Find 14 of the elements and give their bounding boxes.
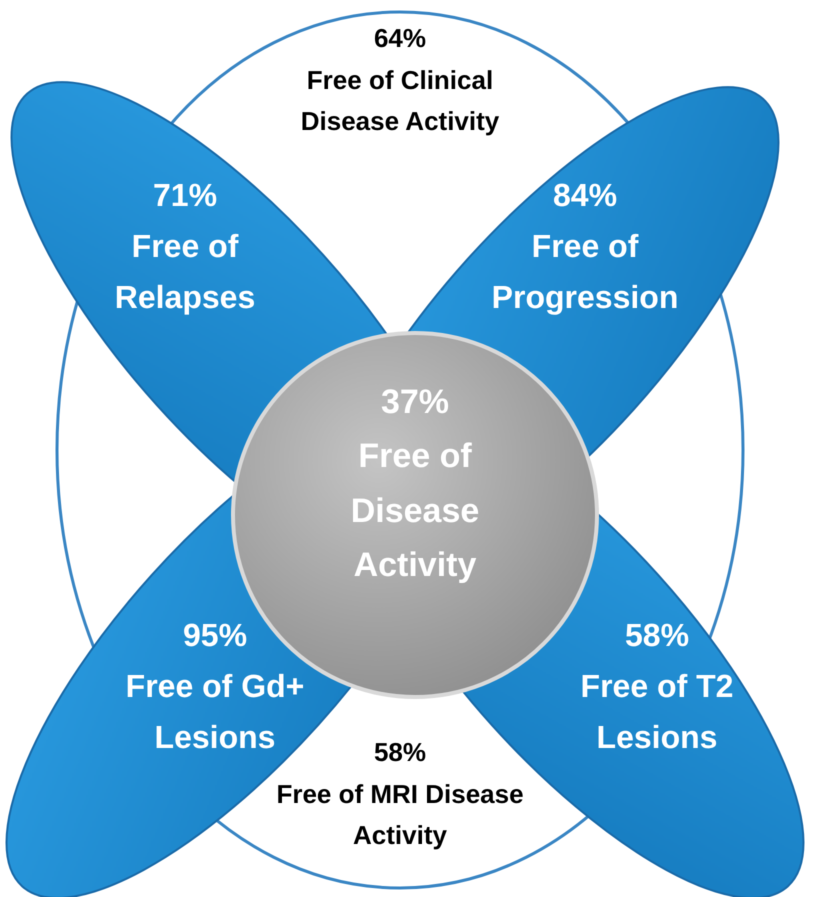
outcome-label: Free of T2 Lesions: [580, 667, 734, 758]
percentage-value: 37%: [380, 382, 450, 423]
percentage-value: 84%: [552, 176, 618, 215]
outcome-label: Free of Progression: [492, 227, 678, 318]
outcome-label: Free of Clinical Disease Activity: [300, 64, 500, 138]
outcome-label: Free of Disease Activity: [350, 436, 480, 586]
percentage-value: 58%: [624, 616, 690, 655]
outcome-label: Free of MRI Disease Activity: [275, 778, 525, 852]
percentage-value: 58%: [374, 736, 426, 769]
percentage-value: 64%: [374, 22, 426, 55]
outcome-label: Free of Gd+ Lesions: [124, 667, 306, 758]
outcome-label: Free of Relapses: [114, 227, 256, 318]
percentage-value: 95%: [182, 616, 248, 655]
percentage-value: 71%: [152, 176, 218, 215]
